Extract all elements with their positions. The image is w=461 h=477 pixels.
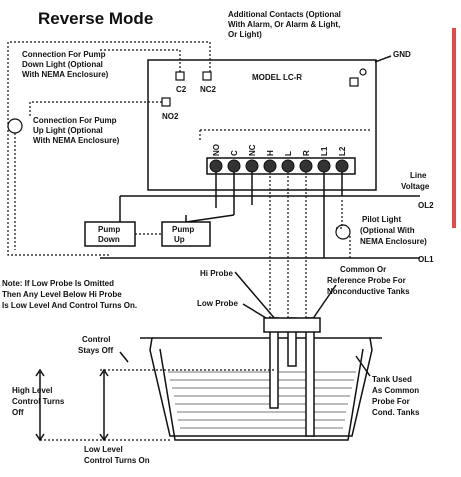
svg-text:L: L [284,151,293,156]
low-probe-label: Low Probe [197,299,238,308]
pilot-light-lamp [335,224,351,240]
probe-holder [263,317,321,333]
tank-water [168,371,356,429]
indicator-dot [359,68,367,76]
pilot-light-note: Pilot Light (Optional With NEMA Enclosur… [360,215,427,246]
svg-text:Reference Probe For: Reference Probe For [327,276,406,285]
ol2-label: OL2 [418,201,434,210]
nc2-dotted-lead [100,49,181,72]
svg-text:Is Low Level And Control Turns: Is Low Level And Control Turns On. [2,301,137,310]
svg-text:As Common: As Common [372,386,419,395]
tank-common-leader [355,355,371,377]
pump-down-box [84,221,136,247]
svg-text:Voltage: Voltage [401,182,430,191]
pump-up-light-lamp [7,118,23,134]
svg-text:Off: Off [12,408,24,417]
low-level-label: Low Level Control Turns On [84,445,150,465]
relay-contact-nc2 [202,71,212,81]
no2-label: NO2 [162,112,179,121]
gnd-contact [349,77,359,87]
high-level-arrow [35,368,45,442]
model-label: MODEL LC-R [252,73,302,82]
svg-text:NC: NC [248,144,257,156]
svg-text:Tank Used: Tank Used [372,375,412,384]
common-probe-rod [305,317,315,437]
svg-text:Down Light (Optional: Down Light (Optional [22,60,103,69]
pilot-light-feed [336,200,351,258]
line-voltage-label: Line Voltage [401,171,430,191]
terminal-strip [206,157,356,175]
gnd-label: GND [393,50,411,59]
svg-text:R: R [302,150,311,156]
pump-down-light-note: Connection For Pump Down Light (Optional… [22,50,109,79]
svg-text:H: H [266,150,275,156]
svg-text:C: C [230,150,239,156]
tank-common-note: Tank Used As Common Probe For Cond. Tank… [372,375,420,417]
svg-text:With NEMA Enclosure): With NEMA Enclosure) [22,70,109,79]
svg-text:High Level: High Level [12,386,52,395]
pump-up-label-1: Pump [172,225,194,234]
control-stays-off-label: Control Stays Off [78,335,113,355]
ol1-label: OL1 [418,255,434,264]
internal-bus [199,129,370,142]
diagram-title: Reverse Mode [38,9,153,28]
probe-omission-note: Note: If Low Probe Is Omitted Then Any L… [2,279,137,310]
svg-text:Note: If Low Probe Is Omitted: Note: If Low Probe Is Omitted [2,279,114,288]
hi-probe-leader [234,271,277,321]
terminal-leads [215,172,343,215]
additional-contacts-note: Additional Contacts (Optional With Alarm… [228,10,341,39]
svg-text:Cond. Tanks: Cond. Tanks [372,408,420,417]
svg-text:Nonconductive Tanks: Nonconductive Tanks [327,287,410,296]
probe-leads [269,172,307,318]
gnd-leader [374,55,392,63]
pump-up-feed [185,214,235,223]
top-dotted-loop [7,41,211,256]
svg-text:Up Light (Optional: Up Light (Optional [33,126,103,135]
svg-text:Line: Line [410,171,427,180]
c2-label: C2 [176,85,187,94]
pump-up-box [161,221,211,247]
svg-text:Additional Contacts (Optional: Additional Contacts (Optional [228,10,341,19]
terminal-labels: NO C NC H L R L1 L2 [212,144,347,156]
common-probe-leader [311,284,337,321]
svg-text:Pilot Light: Pilot Light [362,215,401,224]
svg-text:L2: L2 [338,146,347,156]
svg-text:Control: Control [82,335,110,344]
svg-text:Connection For Pump: Connection For Pump [33,116,117,125]
pump-up-label-2: Up [174,235,185,244]
nc2-label: NC2 [200,85,217,94]
terminal-screws [209,159,349,173]
svg-text:(Optional With: (Optional With [360,226,415,235]
svg-text:Then Any Level Below Hi Probe: Then Any Level Below Hi Probe [2,290,122,299]
pump-down-label-2: Down [98,235,120,244]
svg-text:Common Or: Common Or [340,265,386,274]
pump-down-label-1: Pump [98,225,120,234]
svg-text:L1: L1 [320,146,329,156]
hi-probe-label: Hi Probe [200,269,233,278]
svg-text:Probe For: Probe For [372,397,410,406]
page-edge-bar [452,28,456,228]
pump-up-light-note: Connection For Pump Up Light (Optional W… [33,116,120,145]
svg-text:With Alarm, Or Alarm & Light,: With Alarm, Or Alarm & Light, [228,20,340,29]
common-probe-note: Common Or Reference Probe For Nonconduct… [327,265,410,296]
svg-text:Low Level: Low Level [84,445,123,454]
low-probe-leader [242,303,267,319]
no2-dotted-lead [29,101,162,118]
level-arrow [99,368,109,442]
svg-text:Control Turns: Control Turns [12,397,65,406]
svg-text:NEMA Enclosure): NEMA Enclosure) [360,237,427,246]
tank [140,337,382,441]
svg-text:Stays Off: Stays Off [78,346,113,355]
svg-text:Or Light): Or Light) [228,30,262,39]
svg-text:Control Turns On: Control Turns On [84,456,150,465]
svg-text:NO: NO [212,144,221,156]
high-level-label: High Level Control Turns Off [12,386,65,417]
stays-off-leader [119,351,129,363]
svg-text:With NEMA Enclosure): With NEMA Enclosure) [33,136,120,145]
svg-text:Connection For Pump: Connection For Pump [22,50,106,59]
